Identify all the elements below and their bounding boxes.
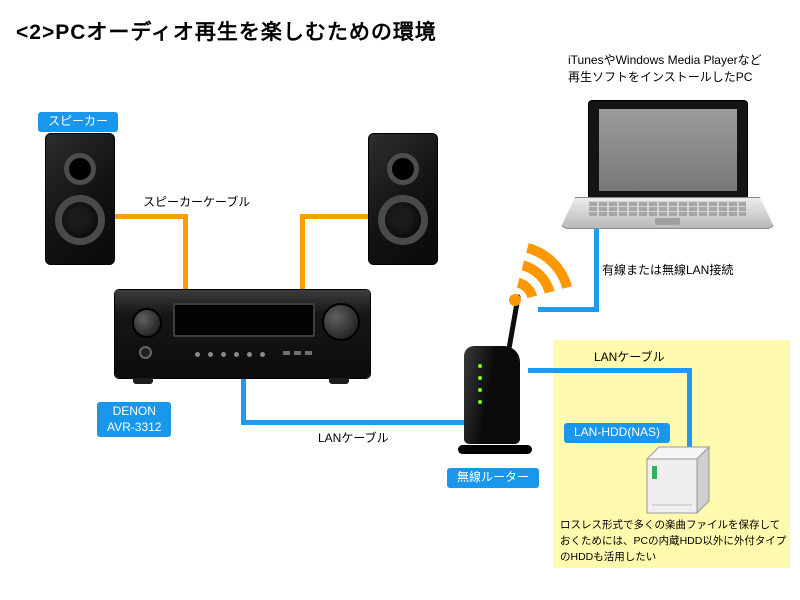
receiver-foot [329, 378, 349, 384]
input-knob [132, 308, 162, 338]
nas-lan-cable-label: LANケーブル [594, 350, 665, 364]
receiver-button [208, 352, 213, 357]
router-badge: 無線ルーター [447, 468, 540, 488]
receiver-button [234, 352, 239, 357]
receiver-button [221, 352, 226, 357]
pc-caption-line2: 再生ソフトをインストールしたPC [568, 70, 753, 85]
speaker-cable-left [112, 214, 188, 219]
speaker-cable-label: スピーカーケーブル [143, 195, 251, 209]
receiver-button [247, 352, 252, 357]
receiver-display [173, 303, 315, 337]
nas-note-line2: おくためには、PCの内蔵HDD以外に外付タイプ [560, 534, 787, 547]
receiver-badge-model: AVR-3312 [107, 419, 162, 434]
receiver-button [283, 351, 290, 355]
nas-note: ロスレス形式で多くの楽曲ファイルを保存して おくためには、PCの内蔵HDD以外に… [560, 518, 788, 565]
receiver-foot [133, 378, 153, 384]
speaker-cable-right [300, 214, 370, 219]
speaker-right [368, 133, 438, 265]
laptop-keyboard [560, 197, 775, 229]
lan-connection-label: 有線または無線LAN接続 [602, 263, 734, 277]
volume-knob [322, 303, 360, 341]
lan-cable-receiver-router [241, 378, 246, 425]
av-receiver [115, 290, 370, 384]
wireless-router [458, 294, 532, 454]
pc-caption-line1: iTunesやWindows Media Playerなど [568, 53, 762, 67]
receiver-button [195, 352, 200, 357]
laptop-pc [560, 100, 775, 232]
lan-cable-router-nas [687, 368, 692, 448]
router-led [478, 400, 482, 404]
nas-note-line1: ロスレス形式で多くの楽曲ファイルを保存して [560, 519, 781, 531]
page-title: <2>PCオーディオ再生を楽しむための環境 [16, 21, 437, 44]
nas-note-line3: のHDDも活用したい [560, 550, 657, 563]
speaker-woofer [378, 195, 428, 245]
router-body [464, 346, 520, 444]
router-base [458, 445, 532, 454]
speaker-tweeter [64, 153, 96, 185]
nas-device [645, 445, 711, 515]
speaker-left [45, 133, 115, 265]
pc-caption: iTunesやWindows Media Playerなど 再生ソフトをインスト… [568, 52, 762, 87]
laptop-keys [588, 201, 747, 216]
speaker-woofer [55, 195, 105, 245]
nas-badge: LAN-HDD(NAS) [564, 423, 671, 443]
lan-cable-laptop-router [538, 307, 599, 312]
receiver-badge: DENON AVR-3312 [97, 402, 172, 438]
laptop-display [599, 109, 737, 191]
lan-cable-router-nas [528, 368, 692, 373]
speaker-cable-right [300, 214, 305, 292]
lan-cable-receiver-router [241, 420, 477, 425]
speaker-badge: スピーカー [38, 112, 119, 132]
router-led [478, 388, 482, 392]
router-led [478, 364, 482, 368]
receiver-button [260, 352, 265, 357]
router-led [478, 376, 482, 380]
power-button-icon [139, 346, 152, 359]
laptop-screen [588, 100, 748, 200]
lan-cable-laptop-router [594, 226, 599, 312]
receiver-badge-brand: DENON [112, 404, 156, 418]
speaker-tweeter [387, 153, 419, 185]
laptop-trackpad [654, 218, 681, 225]
receiver-button [305, 351, 312, 355]
lan-cable-label: LANケーブル [318, 431, 389, 445]
receiver-button [294, 351, 301, 355]
wifi-signal-icon [509, 243, 572, 306]
speaker-cable-left [183, 214, 188, 292]
